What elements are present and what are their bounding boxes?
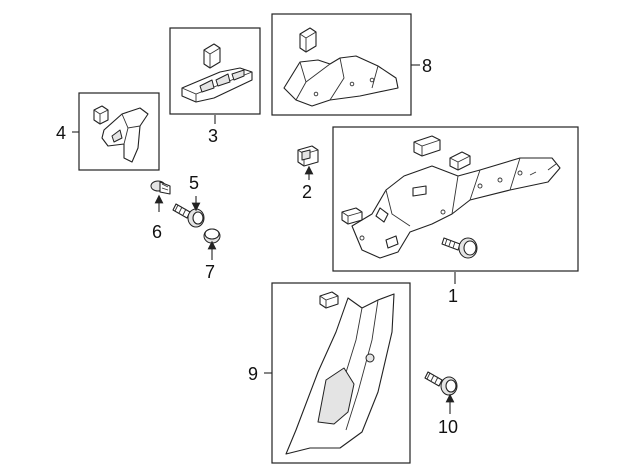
part-6-push-pin [150,180,171,195]
part-8-upper-trim [283,55,399,107]
part-3-group: 3 [169,27,261,146]
part-6-group: 6 [150,180,171,242]
part-3-frame [169,27,261,115]
callout-10: 10 [438,417,458,437]
part-8-group: 8 [271,13,432,116]
part-5-group: 5 [172,173,205,228]
callout-1: 1 [448,286,458,306]
part-1-screw [441,237,478,259]
part-1-frame [332,126,579,272]
part-10-screw [424,371,458,396]
part-4-bracket [101,107,149,163]
part-1-group: 1 [332,126,579,306]
callout-8: 8 [422,56,432,76]
part-4-clip [93,105,109,125]
callout-7: 7 [205,262,215,282]
part-4-group: 4 [56,92,160,171]
part-7-cap [203,228,221,244]
part-8-clip [299,27,317,53]
part-3-clip [203,43,221,69]
part-10-group: 10 [424,371,458,437]
part-1-panel-boss [385,235,399,249]
part-1-trim-panel [351,157,561,259]
part-2-group: 2 [297,145,319,202]
part-5-screw [172,203,205,228]
part-9-clip [319,291,339,309]
callout-6: 6 [152,222,162,242]
part-7-group: 7 [203,228,221,282]
callout-4: 4 [56,123,66,143]
callout-9: 9 [248,364,258,384]
part-1-panel-retainer [412,185,427,197]
part-1-clip-a [413,135,441,157]
part-1-clip-c [341,207,363,225]
callout-3: 3 [208,126,218,146]
part-9-group: 9 [248,282,411,464]
callout-5: 5 [189,173,199,193]
part-9-recess [317,367,355,425]
part-1-panel-tab [375,207,389,223]
callout-2: 2 [302,182,312,202]
